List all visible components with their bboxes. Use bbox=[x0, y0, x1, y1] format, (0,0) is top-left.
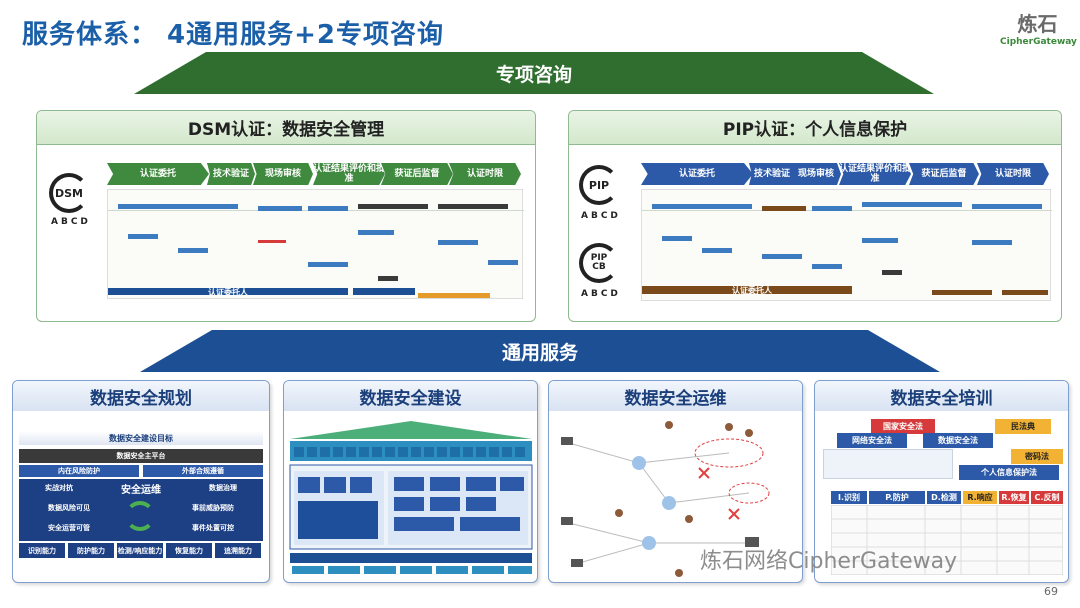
pip-panel: PIP认证：个人信息保护 PIP ABCD PIP CB ABCD 认证委托 技… bbox=[568, 110, 1062, 322]
dsm-panel: DSM认证：数据安全管理 DSM ABCD 认证委托 技术验证 现场审核 认证结… bbox=[36, 110, 536, 322]
page-number: 69 bbox=[1044, 585, 1058, 598]
cap-4: 恢复能力 bbox=[166, 543, 212, 558]
col-5: R.恢复 bbox=[999, 491, 1029, 504]
cap-2: 防护能力 bbox=[68, 543, 114, 558]
dsm-flow-diagram: 认证委托人 bbox=[107, 189, 524, 299]
cycle-icon bbox=[125, 501, 155, 531]
col-2: P.防护 bbox=[869, 491, 925, 504]
col-3: D.检测 bbox=[927, 491, 961, 504]
construction-panel: 数据安全建设 bbox=[283, 380, 538, 583]
dsm-step-1: 认证委托 bbox=[107, 163, 209, 185]
planning-platform: 数据安全主平台 bbox=[19, 449, 263, 463]
pip-step-2: 技术验证 bbox=[749, 163, 795, 185]
construction-title: 数据安全建设 bbox=[284, 381, 537, 411]
page-title: 服务体系： 4通用服务+2专项咨询 bbox=[22, 20, 445, 50]
planning-left-3: 安全运营可管 bbox=[48, 524, 90, 532]
dsm-panel-title: DSM认证：数据安全管理 bbox=[37, 111, 535, 145]
pip-step-6: 认证时限 bbox=[977, 163, 1049, 185]
dsm-step-5: 获证后监督 bbox=[381, 163, 453, 185]
pip-step-5: 获证后监督 bbox=[909, 163, 979, 185]
pip-panel-title: PIP认证：个人信息保护 bbox=[569, 111, 1061, 145]
col-6: C.反制 bbox=[1031, 491, 1063, 504]
operations-title: 数据安全运维 bbox=[549, 381, 802, 411]
watermark: 炼石网络CipherGateway bbox=[700, 549, 958, 574]
company-logo: 炼石 CipherGateway bbox=[1000, 8, 1077, 47]
law-2: 民法典 bbox=[995, 419, 1051, 434]
planning-left-1: 实战对抗 bbox=[45, 484, 73, 492]
pip-grade: ABCD bbox=[581, 211, 621, 221]
pip-step-1: 认证委托 bbox=[641, 163, 753, 185]
dsm-seal-icon: DSM bbox=[49, 173, 89, 213]
dsm-step-3: 现场审核 bbox=[253, 163, 313, 185]
planning-right-2: 事前威胁预防 bbox=[192, 504, 234, 512]
dsm-step-6: 认证时限 bbox=[449, 163, 521, 185]
training-panel: 数据安全培训 国家安全法 民法典 网络安全法 数据安全法 密码法 个人信息保护法… bbox=[814, 380, 1069, 583]
pip-step-3: 现场审核 bbox=[791, 163, 841, 185]
logo-en: CipherGateway bbox=[1000, 37, 1077, 47]
planning-compliance: 外部合规遵循 bbox=[143, 465, 263, 477]
dsm-bottom-label: 认证委托人 bbox=[208, 287, 248, 297]
planning-goal: 数据安全建设目标 bbox=[19, 431, 263, 445]
cap-3: 检测/响应能力 bbox=[117, 543, 163, 558]
pip-bottom-label: 认证委托人 bbox=[732, 285, 772, 295]
planning-center: 安全运维 bbox=[121, 484, 161, 496]
planning-right-1: 数据治理 bbox=[209, 484, 237, 492]
logo-cn: 炼石 bbox=[1017, 12, 1058, 36]
general-services-banner: 通用服务 bbox=[140, 330, 940, 372]
dsm-step-4: 认证结果评价和批准 bbox=[313, 163, 386, 185]
law-3: 网络安全法 bbox=[837, 433, 907, 448]
pip-cb-seal-icon: PIP CB bbox=[579, 243, 619, 283]
law-timeline bbox=[823, 449, 953, 479]
pip-cb-grade: ABCD bbox=[581, 289, 621, 299]
operations-panel: 数据安全运维 bbox=[548, 380, 803, 583]
special-consulting-banner: 专项咨询 bbox=[134, 52, 934, 94]
pip-step-4: 认证结果评价和批准 bbox=[839, 163, 912, 185]
law-4: 数据安全法 bbox=[923, 433, 993, 448]
law-1: 国家安全法 bbox=[871, 419, 935, 434]
cap-5: 追溯能力 bbox=[215, 543, 261, 558]
planning-title: 数据安全规划 bbox=[13, 381, 269, 411]
training-title: 数据安全培训 bbox=[815, 381, 1068, 411]
dsm-step-2: 技术验证 bbox=[207, 163, 255, 185]
col-4: R.响应 bbox=[963, 491, 997, 504]
planning-right-3: 事件处置可控 bbox=[192, 524, 234, 532]
training-matrix bbox=[831, 505, 1063, 575]
pip-flow-diagram: 认证委托人 bbox=[641, 189, 1052, 301]
planning-panel: 数据安全规划 数据安全建设目标 数据安全主平台 内在风险防护 外部合规遵循 实战… bbox=[12, 380, 270, 583]
dsm-grade: ABCD bbox=[51, 217, 91, 227]
planning-risk: 内在风险防护 bbox=[19, 465, 139, 477]
pip-seal-icon: PIP bbox=[579, 165, 619, 205]
planning-left-2: 数据风险可见 bbox=[48, 504, 90, 512]
col-1: I.识别 bbox=[831, 491, 867, 504]
operations-network-diagram bbox=[561, 421, 770, 577]
law-6: 个人信息保护法 bbox=[959, 465, 1059, 480]
cap-1: 识别能力 bbox=[19, 543, 65, 558]
law-5: 密码法 bbox=[1011, 449, 1063, 464]
construction-architecture-diagram bbox=[289, 421, 533, 574]
